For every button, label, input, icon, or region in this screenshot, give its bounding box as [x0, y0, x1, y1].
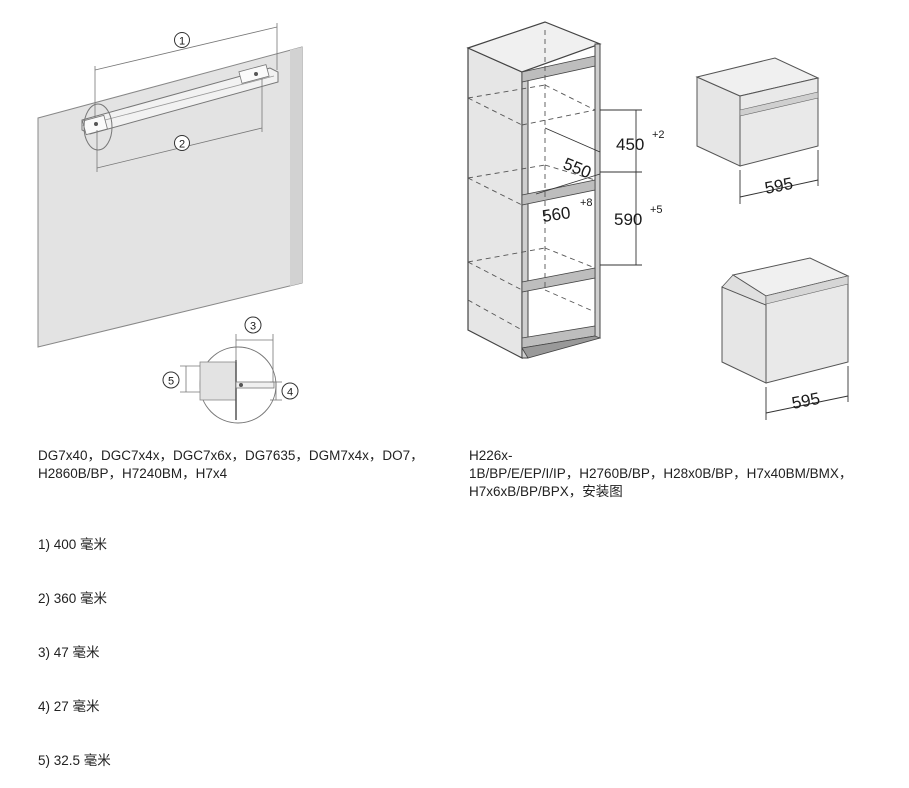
- callout-1: 1: [174, 32, 190, 48]
- dimension-item-3: 3) 47 毫米: [38, 645, 100, 660]
- detail-view: [199, 346, 277, 424]
- oven-bottom-width-label: 595: [790, 389, 821, 413]
- svg-text:1: 1: [179, 36, 185, 48]
- lower-height-tolerance: +5: [650, 204, 663, 216]
- callout-4: 4: [281, 382, 299, 400]
- dimension-item-5: 5) 32.5 毫米: [38, 753, 111, 768]
- right-model-list: H226x- 1B/BP/E/EP/I/IP，H2760B/BP，H28x0B/…: [469, 448, 853, 499]
- callout-2: 2: [174, 135, 190, 151]
- dimension-line-4: [270, 381, 282, 401]
- oven-top: [695, 57, 820, 167]
- oven-bottom: [721, 257, 850, 384]
- width-tolerance: +8: [580, 197, 593, 209]
- tall-cabinet: [466, 21, 602, 359]
- svg-text:4: 4: [287, 387, 293, 399]
- oven-top-dimension: [739, 150, 819, 204]
- dimension-line-5: [180, 365, 200, 393]
- dimension-item-2: 2) 360 毫米: [38, 591, 108, 606]
- left-model-list: DG7x40，DGC7x4x，DGC7x6x，DG7635，DGM7x4x，DO…: [38, 448, 424, 481]
- dimension-item-4: 4) 27 毫米: [38, 699, 100, 714]
- svg-text:2: 2: [179, 139, 185, 151]
- dimension-item-1: 1) 400 毫米: [38, 537, 108, 552]
- upper-height-tolerance: +2: [652, 129, 665, 141]
- installation-diagram: 1 2 3 4 5: [37, 21, 850, 424]
- dimension-legend: 1) 400 毫米 2) 360 毫米 3) 47 毫米 4) 27 毫米 5)…: [38, 500, 111, 788]
- cabinet-hidden-lines: [467, 30, 596, 331]
- detail-circle-marker: [83, 103, 113, 151]
- cabinet-dimension-lines: [535, 109, 642, 266]
- upper-height-label: 450: [616, 135, 644, 154]
- oven-top-width-label: 595: [763, 174, 794, 198]
- svg-text:3: 3: [250, 321, 256, 333]
- width-label: 560: [541, 203, 572, 226]
- dimension-line-1: [94, 23, 278, 118]
- oven-bottom-dimension: [765, 366, 849, 420]
- callout-5: 5: [162, 371, 180, 389]
- dimension-line-3: [235, 334, 274, 382]
- svg-text:5: 5: [168, 376, 174, 388]
- door-handle: [81, 64, 279, 136]
- callout-3: 3: [244, 316, 262, 334]
- lower-height-label: 590: [614, 210, 642, 229]
